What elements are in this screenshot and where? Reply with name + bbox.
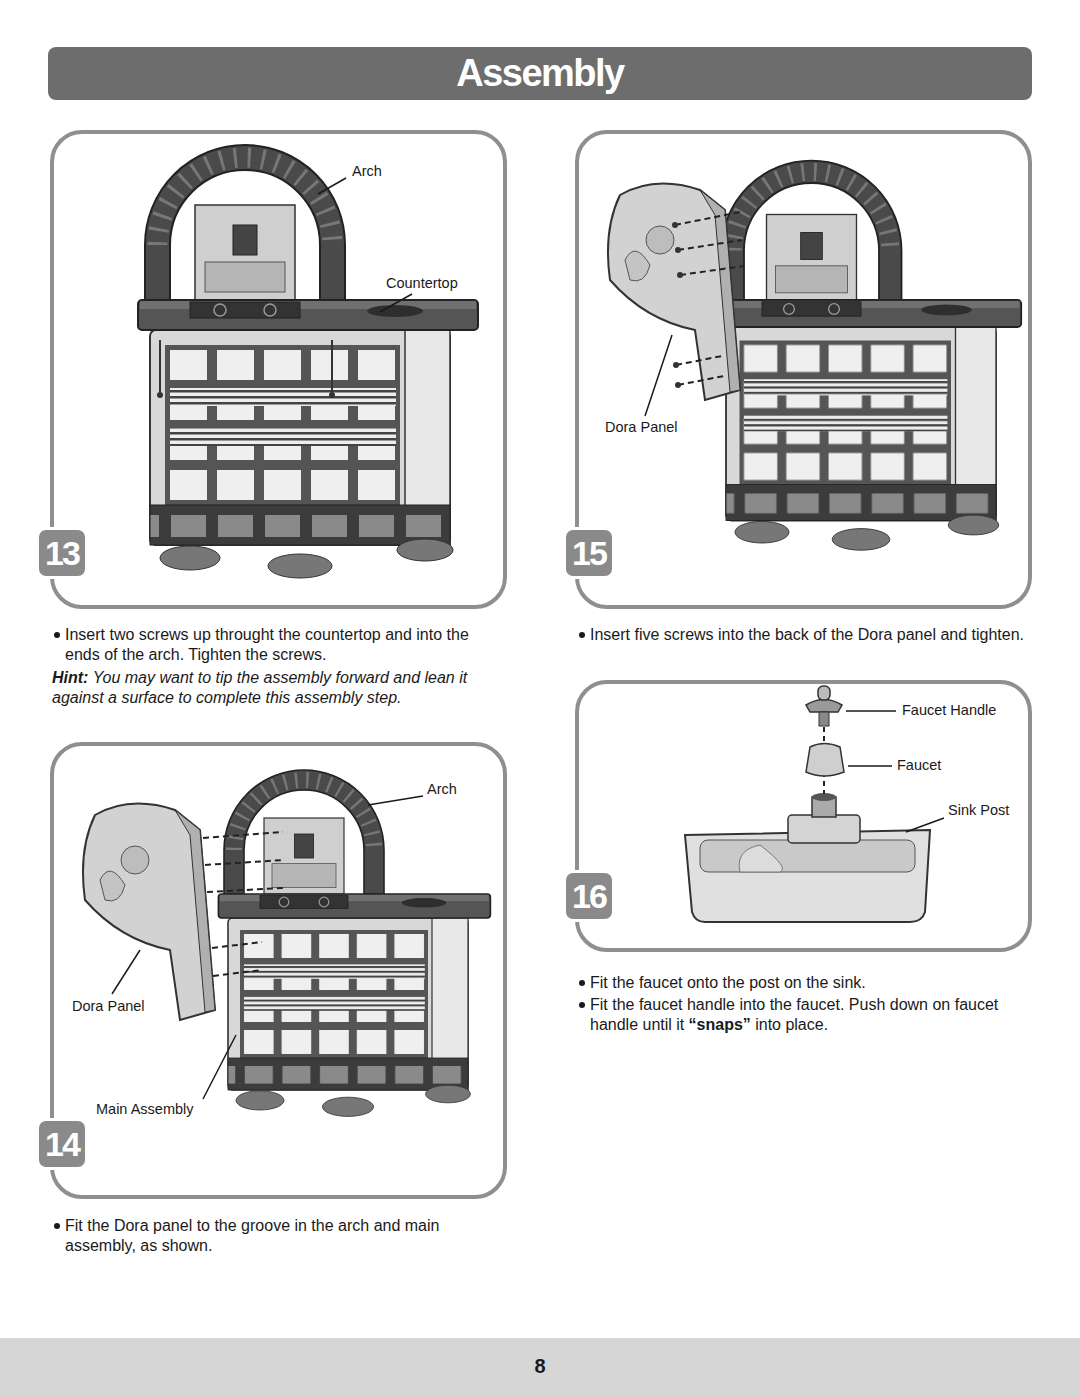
instruction-item: Fit the faucet onto the post on the sink…: [590, 973, 1030, 993]
part-name: Arch: [352, 163, 382, 179]
part-name: Main Assembly: [96, 1101, 194, 1117]
part-name: Faucet: [897, 757, 941, 773]
instruction-text: Fit the faucet onto the post on the sink…: [590, 974, 866, 991]
part-name: Countertop: [386, 275, 458, 291]
step-number: 13: [45, 534, 79, 573]
step-number: 16: [572, 877, 606, 916]
step-number-badge: 13: [36, 527, 88, 579]
instruction-text: You may want to tip the assembly forward…: [52, 669, 467, 706]
instruction-text: into place.: [755, 1016, 828, 1033]
hint-label: Hint:: [52, 669, 88, 686]
title-band: Assembly: [48, 47, 1032, 100]
hint-note: Hint:You may want to tip the assembly fo…: [52, 668, 502, 708]
step-number: 15: [572, 534, 606, 573]
part-name: Arch: [427, 781, 457, 797]
part-name: Sink Post: [948, 802, 1009, 818]
instruction-text: Fit the Dora panel to the groove in the …: [65, 1217, 439, 1254]
step-number-badge: 14: [36, 1118, 88, 1170]
instruction-text: “snaps”: [689, 1016, 751, 1033]
page-title: Assembly: [456, 52, 624, 95]
instruction-item: Insert five screws into the back of the …: [590, 625, 1045, 645]
step-number-badge: 15: [563, 527, 615, 579]
step-number-badge: 16: [563, 870, 615, 922]
part-name: Dora Panel: [72, 998, 145, 1014]
part-name: Faucet Handle: [902, 702, 996, 718]
bullet-dot: [579, 980, 585, 986]
bullet-dot: [54, 1223, 60, 1229]
bullet-dot: [579, 1002, 585, 1008]
bullet-dot: [579, 632, 585, 638]
instruction-item: Fit the faucet handle into the faucet. P…: [590, 995, 1030, 1035]
instruction-text: Insert five screws into the back of the …: [590, 626, 1024, 643]
instruction-item: Insert two screws up throught the counte…: [65, 625, 505, 665]
step-number: 14: [45, 1125, 79, 1164]
instruction-text: Insert two screws up throught the counte…: [65, 626, 469, 663]
bullet-dot: [54, 632, 60, 638]
instruction-item: Fit the Dora panel to the groove in the …: [65, 1216, 485, 1256]
part-name: Dora Panel: [605, 419, 678, 435]
page-number: 8: [534, 1355, 545, 1378]
